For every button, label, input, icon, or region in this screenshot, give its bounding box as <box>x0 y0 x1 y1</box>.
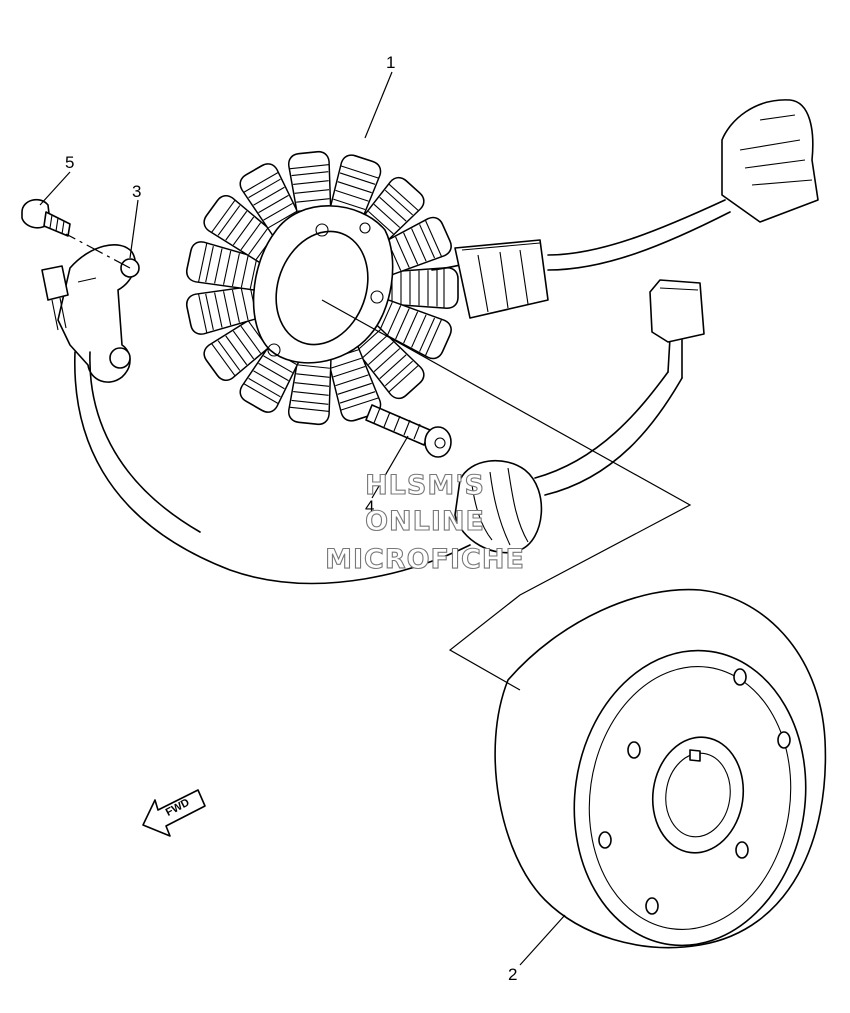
stator-coil-tooth <box>381 267 459 309</box>
stator-screw[interactable] <box>365 404 452 458</box>
rotor-flywheel[interactable] <box>494 588 827 961</box>
stator-coil-tooth <box>185 284 268 335</box>
watermark-line-3: MICROFICHE <box>325 544 525 575</box>
watermark-line-2: ONLINE <box>365 506 485 537</box>
stator-coil-tooth <box>203 194 284 267</box>
fwd-arrow-icon: FWD <box>142 789 206 837</box>
callout-3: 3 <box>132 182 141 201</box>
stator-connector[interactable] <box>454 239 549 319</box>
alignment-lines <box>321 299 692 691</box>
stator-coupler[interactable] <box>721 99 819 223</box>
stator-coil-tooth <box>369 297 452 360</box>
watermark: HLSM'S ONLINE MICROFICHE <box>325 469 525 575</box>
callout-2: 2 <box>508 965 517 984</box>
stator-coil-tooth <box>185 241 268 292</box>
stator-assembly[interactable] <box>185 150 459 426</box>
sensor-lead <box>534 337 683 496</box>
callout-4: 4 <box>365 497 374 516</box>
watermark-line-1: HLSM'S <box>365 470 485 501</box>
bolt-axis-line <box>65 233 131 269</box>
pickup-lead <box>73 351 471 585</box>
stator-coil-tooth <box>349 321 425 400</box>
callout-5: 5 <box>65 153 74 172</box>
callout-leaders <box>39 71 566 966</box>
sensor-connector[interactable] <box>649 279 705 343</box>
callout-1: 1 <box>386 53 395 72</box>
grommet[interactable] <box>454 459 543 554</box>
pickup-bolt[interactable] <box>21 198 71 237</box>
stator-coil-tooth <box>288 345 333 426</box>
